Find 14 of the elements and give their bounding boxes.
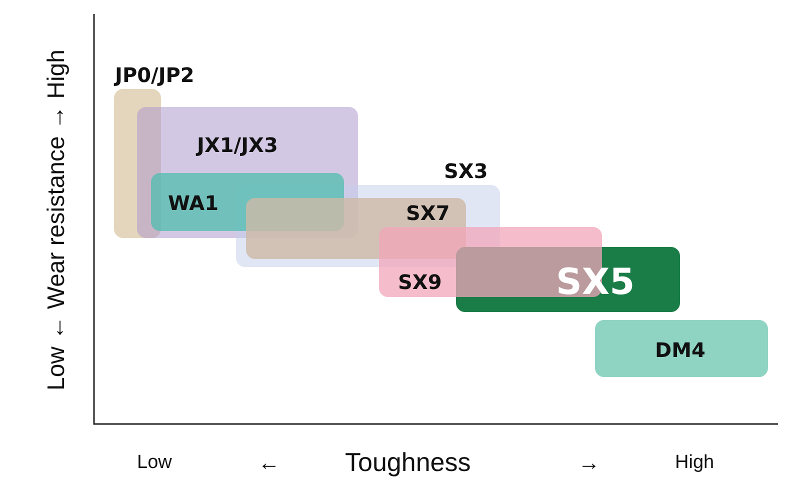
grade-label: SX9 (398, 272, 442, 292)
axis-label: High (675, 452, 714, 474)
grade-label: SX7 (406, 203, 450, 223)
grade-label: JP0/JP2 (115, 65, 194, 85)
axis-label: → (578, 450, 600, 476)
grade-region (595, 320, 768, 377)
grade-label: JX1/JX3 (197, 135, 278, 155)
x-axis-title: Toughness (345, 447, 471, 478)
grade-label: SX3 (444, 161, 488, 181)
axis-label: Low (137, 452, 172, 474)
grade-label: WA1 (168, 193, 219, 213)
grade-label: DM4 (655, 340, 706, 360)
y-axis-title: Low ← Wear resistance → High (43, 50, 71, 390)
axis-label: ← (258, 450, 280, 476)
